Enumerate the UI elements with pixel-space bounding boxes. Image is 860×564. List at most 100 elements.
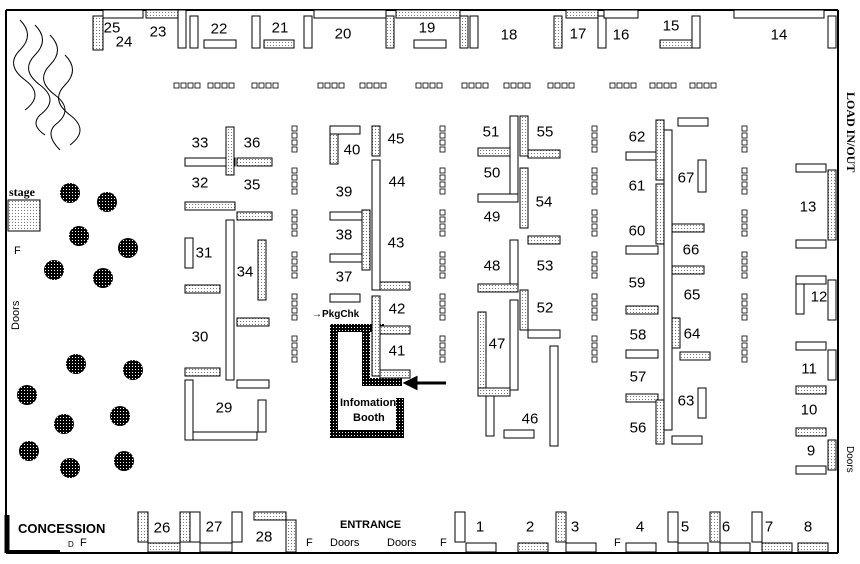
chair [696,82,703,89]
chair [291,230,298,237]
chair [510,82,517,89]
chair [415,82,422,89]
chair [670,82,677,89]
chair [439,132,446,139]
chair [616,82,623,89]
booth-34: 34 [236,263,254,281]
booth-14: 14 [770,26,788,44]
chair [741,300,748,307]
chair [291,349,298,356]
chair [373,82,380,89]
booth-13: 13 [799,198,817,216]
doors-right-label: Doors [844,446,855,473]
chair [429,82,436,89]
chair [741,167,748,174]
chair [439,258,446,265]
chair [741,125,748,132]
chair [439,167,446,174]
chair [741,335,748,342]
booth-20: 20 [334,25,352,43]
chair [741,146,748,153]
chair [439,251,446,258]
booth-46: 46 [521,410,539,428]
chair [291,139,298,146]
booth-10: 10 [800,401,818,419]
booth-67: 67 [677,169,695,187]
chair [291,167,298,174]
chair [591,258,598,265]
package-check-label: →PkgChk [312,309,360,320]
booth-61: 61 [628,177,646,195]
booth-48: 48 [483,257,501,275]
chair [439,314,446,321]
booth-31: 31 [195,244,213,262]
booth-27: 27 [205,518,223,536]
chair [741,230,748,237]
booth-9: 9 [806,442,816,460]
booth-66: 66 [682,241,700,259]
chair [741,356,748,363]
chair [439,146,446,153]
booth-22: 22 [210,20,228,38]
chair [591,139,598,146]
chair [591,216,598,223]
booth-49: 49 [483,208,501,226]
booth-30: 30 [191,328,209,346]
booth-54: 54 [535,193,553,211]
chair [741,132,748,139]
booth-62: 62 [628,128,646,146]
chair [359,82,366,89]
seating-rows [173,82,748,363]
chair [207,82,214,89]
doors-entrance-label: Doors [330,537,360,549]
chair [439,174,446,181]
chair [741,342,748,349]
booth-36: 36 [243,134,261,152]
chair [291,356,298,363]
chair [439,223,446,230]
stage-platform [7,199,41,232]
fire-exit-label: F [614,537,621,549]
booth-11: 11 [801,360,817,378]
chair [591,293,598,300]
chair [591,125,598,132]
load-in-out-label: LOAD IN/OUT [844,92,858,173]
chair [291,265,298,272]
arrow [402,375,446,391]
booth-64: 64 [683,325,701,343]
booth-39: 39 [335,183,353,201]
chair [475,82,482,89]
booth-50: 50 [483,164,501,182]
booth-43: 43 [387,234,405,252]
chair [741,139,748,146]
chair [591,356,598,363]
chair [258,82,265,89]
booth-56: 56 [629,419,647,437]
chair [291,223,298,230]
chair [291,307,298,314]
chair [656,82,663,89]
chair [591,314,598,321]
chair [703,82,710,89]
fire-exit-label: F [80,537,87,549]
booth-18: 18 [500,26,518,44]
chair [482,82,489,89]
round-tables [17,183,143,478]
chair [591,223,598,230]
chair [591,265,598,272]
booth-53: 53 [536,257,554,275]
chair [741,265,748,272]
booth-7: 7 [764,518,774,536]
fire-exit-label: F [440,537,447,549]
chair [591,146,598,153]
booth-15: 15 [662,17,680,35]
booth-33: 33 [191,134,209,152]
entrance-label: ENTRANCE [340,519,402,531]
chair [461,82,468,89]
chair [291,251,298,258]
chair [568,82,575,89]
chair [591,272,598,279]
fire-exit-label: F [306,537,313,549]
chair [439,293,446,300]
